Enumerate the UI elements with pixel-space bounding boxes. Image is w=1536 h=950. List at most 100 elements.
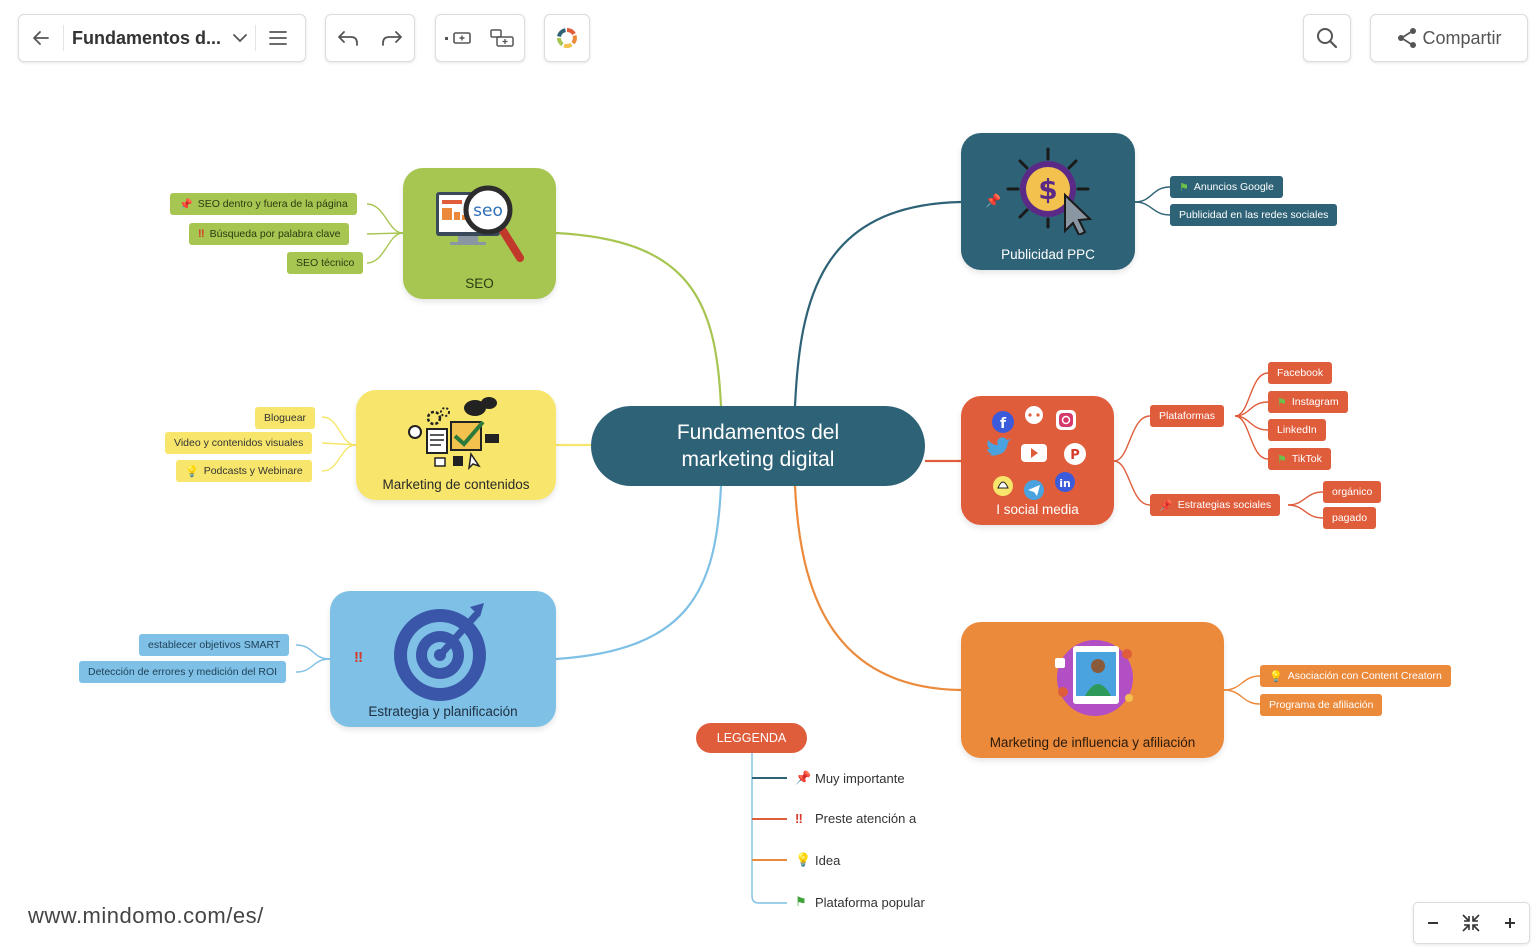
platform-instagram-label: Instagram	[1291, 396, 1339, 408]
minus-icon	[1428, 922, 1439, 924]
topic-content-marketing[interactable]: Marketing de contenidos	[356, 390, 556, 500]
svg-text:P: P	[1070, 448, 1080, 463]
toolbar-divider	[63, 25, 64, 51]
collapse-arrows-icon	[1462, 914, 1481, 932]
insert-toolbar	[435, 14, 525, 62]
platform-linkedin-label: LinkedIn	[1277, 424, 1317, 436]
arrow-left-icon	[33, 31, 49, 45]
ppc-child-1[interactable]: ⚑ Anuncios Google	[1170, 176, 1283, 198]
share-icon	[1398, 28, 1417, 48]
seo-child-2[interactable]: ‼ Búsqueda por palabra clave	[189, 223, 350, 245]
green-flag-icon: ⚑	[1179, 181, 1189, 194]
search-button[interactable]	[1304, 15, 1350, 61]
content-child-1[interactable]: Bloguear	[255, 407, 316, 429]
influence-child-1[interactable]: 💡 Asociación con Content Creatorn	[1260, 665, 1451, 687]
zoom-in-button[interactable]	[1492, 903, 1528, 943]
history-toolbar	[325, 14, 415, 62]
central-topic-line-2: marketing digital	[681, 448, 835, 471]
seo-child-2-label: Búsqueda por palabra clave	[209, 228, 341, 240]
social-platforms-node[interactable]: Plataformas	[1150, 405, 1225, 427]
legend-item-important: 📌 Muy importante	[795, 770, 905, 786]
influence-child-2[interactable]: Programa de afiliación	[1260, 694, 1383, 716]
central-topic-line-1: Fundamentos del	[676, 421, 840, 444]
double-exclamation-icon: ‼	[354, 649, 364, 666]
social-strategies-node[interactable]: 📌 Estrategias sociales	[1150, 494, 1281, 516]
zoom-controls	[1413, 902, 1530, 944]
search-toolbar	[1303, 14, 1351, 62]
add-subtopic-button[interactable]	[480, 15, 524, 61]
pin-icon: 📌	[1159, 499, 1173, 512]
strategy-child-1[interactable]: establecer objetivos SMART	[139, 634, 290, 656]
legend-item-idea-label: Idea	[815, 852, 841, 868]
content-illustration	[356, 396, 556, 472]
seo-magnifier-icon: seo	[435, 185, 524, 262]
legend-item-idea: 💡 Idea	[795, 852, 840, 868]
strategy-paid-label: pagado	[1332, 512, 1368, 524]
strategy-child-1-label: establecer objetivos SMART	[148, 639, 281, 651]
topic-ppc[interactable]: 📌 $ Publicidad PPC	[961, 133, 1135, 270]
seo-child-1-label: SEO dentro y fuera de la página	[197, 198, 348, 210]
platform-linkedin[interactable]: LinkedIn	[1268, 419, 1326, 441]
topic-influence-label: Marketing de influencia y afiliación	[989, 735, 1196, 750]
content-child-3[interactable]: 💡 Podcasts y Webinare	[176, 460, 312, 482]
zoom-out-button[interactable]	[1415, 903, 1451, 943]
content-child-2[interactable]: Video y contenidos visuales	[165, 432, 313, 454]
pin-icon: 📌	[985, 193, 1002, 208]
central-topic[interactable]: Fundamentos del marketing digital	[591, 406, 925, 486]
double-exclamation-icon: ‼	[795, 811, 803, 826]
redo-button[interactable]	[370, 15, 414, 61]
add-sibling-topic-button[interactable]	[436, 15, 480, 61]
ppc-child-2[interactable]: Publicidad en las redes sociales	[1170, 204, 1338, 226]
strategy-illustration	[330, 597, 556, 707]
topic-social-media[interactable]: f P in I social media	[961, 396, 1114, 525]
platform-instagram[interactable]: ⚑ Instagram	[1268, 391, 1348, 413]
fit-to-screen-button[interactable]	[1453, 903, 1489, 943]
add-subtopic-icon	[490, 29, 514, 47]
title-dropdown-button[interactable]	[225, 15, 255, 61]
seo-child-3[interactable]: SEO técnico	[287, 252, 364, 274]
platform-tiktok[interactable]: ⚑ TikTok	[1268, 448, 1331, 470]
seo-image-text: seo	[473, 201, 503, 221]
share-label: Compartir	[1422, 27, 1502, 48]
topic-ppc-label: Publicidad PPC	[1001, 247, 1095, 262]
undo-icon	[338, 31, 358, 46]
back-button[interactable]	[19, 15, 63, 61]
content-child-1-label: Bloguear	[264, 412, 307, 424]
green-flag-icon: ⚑	[1277, 453, 1287, 466]
target-icon	[394, 603, 486, 701]
strategy-child-2[interactable]: Detección de errores y medición del ROI	[79, 661, 287, 683]
topic-social-label: I social media	[996, 502, 1079, 517]
lightbulb-icon: 💡	[1269, 670, 1283, 683]
dollar-click-icon: $	[1006, 147, 1093, 235]
undo-button[interactable]	[326, 15, 370, 61]
strategy-child-2-label: Detección de errores y medición del ROI	[88, 666, 278, 678]
plus-icon	[1504, 918, 1515, 928]
theme-button[interactable]	[545, 15, 589, 61]
topic-influence-marketing[interactable]: Marketing de influencia y afiliación	[961, 622, 1224, 758]
strategy-organic[interactable]: orgánico	[1323, 481, 1382, 503]
document-title[interactable]: Fundamentos d...	[72, 27, 222, 48]
svg-text:$: $	[1038, 173, 1057, 206]
menu-button[interactable]	[256, 15, 300, 61]
platform-tiktok-label: TikTok	[1291, 453, 1322, 465]
strategy-paid[interactable]: pagado	[1323, 507, 1377, 529]
topic-strategy-label: Estrategia y planificación	[368, 704, 518, 719]
platform-facebook[interactable]: Facebook	[1268, 362, 1333, 384]
ppc-child-2-label: Publicidad en las redes sociales	[1179, 209, 1329, 221]
svg-text:f: f	[999, 416, 1006, 432]
topic-strategy[interactable]: ‼ Estrategia y planificación	[330, 591, 556, 727]
share-button[interactable]: Compartir	[1370, 14, 1528, 62]
topic-seo[interactable]: seo SEO	[403, 168, 556, 299]
legend-item-attention: ‼ Preste atención a	[795, 811, 916, 826]
platform-facebook-label: Facebook	[1277, 367, 1324, 379]
ppc-child-1-label: Anuncios Google	[1193, 181, 1274, 193]
strategy-organic-label: orgánico	[1332, 486, 1373, 498]
site-watermark: www.mindomo.com/es/	[28, 903, 264, 928]
legend-title[interactable]: LEGGENDA	[696, 723, 807, 753]
toolbar-divider	[255, 25, 257, 51]
seo-child-1[interactable]: 📌 SEO dentro y fuera de la página	[170, 193, 357, 215]
social-network-icons: f P in	[985, 406, 1086, 500]
lightbulb-icon: 💡	[185, 465, 199, 478]
